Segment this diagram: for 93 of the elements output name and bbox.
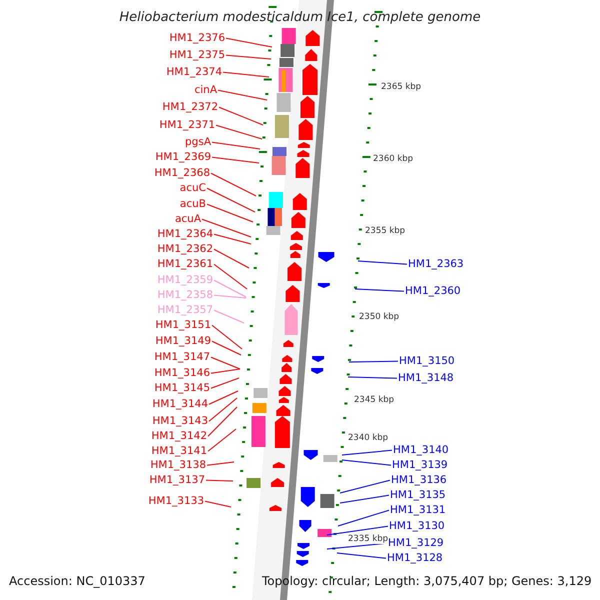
leader-line	[206, 462, 234, 466]
leader-line	[218, 90, 268, 100]
gene-label: HM1_2363	[408, 259, 464, 270]
gene-label: HM1_2369	[155, 152, 211, 162]
leader-line	[340, 480, 390, 494]
leader-line	[348, 376, 398, 379]
leader-line	[342, 460, 392, 466]
gene-label: HM1_3145	[154, 383, 210, 394]
leader-line	[340, 494, 390, 504]
leader-line	[210, 368, 240, 374]
scale-label: 2350 kbp	[359, 313, 400, 322]
gene-label: HM1_3140	[393, 445, 449, 456]
leader-line	[208, 406, 238, 437]
leader-line	[336, 552, 386, 559]
leader-line	[348, 360, 398, 362]
gene-label: HM1_3147	[154, 352, 210, 362]
leader-line	[326, 526, 388, 536]
leader-line	[212, 156, 260, 164]
gene-label: HM1_3136	[391, 475, 447, 486]
scale-label: 2345 kbp	[354, 396, 394, 404]
gene-label: HM1_3144	[152, 399, 208, 410]
leader-line	[208, 428, 236, 452]
gene-label: HM1_2372	[162, 102, 218, 112]
leader-line	[214, 294, 246, 298]
gene-label: HM1_3142	[151, 431, 207, 442]
gene-label: HM1_3135	[390, 490, 446, 500]
gene-label: HM1_3143	[152, 416, 208, 426]
gene-label: HM1_3128	[387, 553, 443, 564]
footer-note: Accession: NC_010337	[9, 575, 146, 587]
gene-label: HM1_3138	[150, 460, 206, 470]
gene-label: HM1_3131	[390, 505, 446, 516]
gene-label: HM1_2371	[159, 120, 215, 130]
leader-line	[214, 310, 244, 324]
leader-line	[210, 356, 240, 370]
leader-line	[214, 280, 246, 298]
gene-label: HM1_3130	[389, 521, 445, 532]
leader-line	[218, 106, 264, 126]
gene-label: HM1_3139	[392, 460, 448, 470]
scale-label: 2360 kbp	[373, 155, 414, 164]
scale-label: 2340 kbp	[348, 434, 388, 442]
gene-label: acuA	[174, 214, 201, 224]
scale-label: 2365 kbp	[381, 83, 422, 92]
gene-label: HM1_3151	[155, 320, 211, 330]
gene-label: HM1_2358	[157, 290, 213, 300]
gene-label: HM1_2360	[405, 286, 461, 296]
gene-label: HM1_2357	[157, 305, 213, 316]
leader-line	[222, 72, 270, 78]
scale-label: 2335 kbp	[348, 535, 388, 544]
leader-line	[214, 234, 252, 244]
leader-line	[206, 480, 234, 482]
leader-line	[210, 378, 240, 389]
gene-label: HM1_2374	[166, 67, 222, 78]
gene-label: HM1_3149	[155, 336, 211, 346]
leader-line	[212, 340, 242, 356]
leader-line	[338, 510, 390, 526]
gene-label: acuC	[180, 183, 206, 194]
leader-line	[342, 450, 392, 456]
gene-label: HM1_2364	[157, 229, 213, 240]
leader-line	[208, 390, 238, 405]
leader-line	[226, 54, 272, 60]
leader-line	[214, 264, 248, 290]
leader-line	[214, 248, 250, 268]
leader-line	[212, 324, 242, 350]
leader-line	[206, 204, 254, 222]
leader-line	[204, 500, 232, 508]
leader-line	[208, 398, 238, 422]
gene-label: HM1_3141	[151, 446, 207, 456]
gene-label: HM1_2368	[154, 168, 210, 178]
gene-label: HM1_3129	[388, 538, 444, 548]
leader-line	[226, 38, 272, 48]
leader-line	[354, 288, 404, 292]
gene-label: acuB	[180, 199, 206, 210]
gene-label: HM1_3137	[149, 475, 205, 486]
leader-line	[206, 188, 256, 212]
footer-note: Topology: circular; Length: 3,075,407 bp; Genes: 3,129	[262, 575, 592, 587]
gene-label: HM1_2361	[157, 259, 213, 270]
gene-label: HM1_3133	[148, 496, 204, 506]
title: Heliobacterium modesticaldum Ice1, complete genome	[118, 11, 482, 24]
gene-label: HM1_3150	[399, 356, 455, 366]
gene-label: HM1_2376	[169, 33, 225, 44]
leader-line	[202, 218, 252, 238]
scale-label: 2355 kbp	[365, 227, 406, 236]
gene-label: HM1_3146	[154, 368, 210, 378]
gene-label: HM1_3148	[398, 373, 454, 384]
gene-label: HM1_2375	[169, 50, 225, 60]
leader-line	[358, 260, 408, 265]
leader-line	[212, 142, 260, 150]
gene-label: HM1_2362	[157, 244, 213, 254]
leader-line	[216, 124, 262, 140]
gene-label: pgsA	[185, 137, 211, 148]
gene-label: cinA	[194, 85, 217, 96]
gene-label: HM1_2359	[157, 275, 213, 286]
leader-line	[210, 172, 256, 196]
